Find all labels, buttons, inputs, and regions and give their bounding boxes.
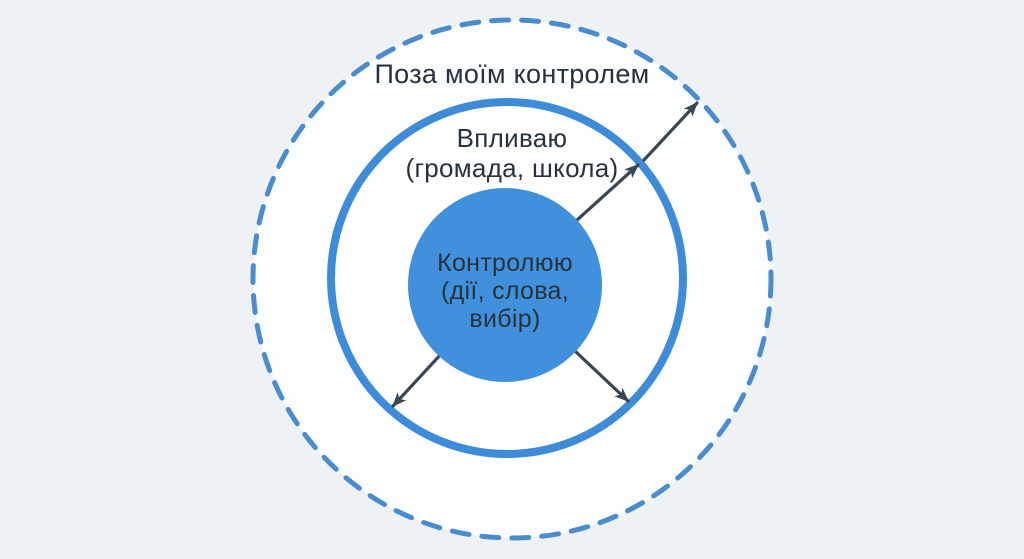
control-circle bbox=[408, 188, 602, 382]
influence-label-line1: Впливаю bbox=[456, 123, 568, 153]
arrow-up-right-outer-icon bbox=[642, 101, 699, 162]
outer-circle-label: Поза моїм контролем bbox=[374, 59, 650, 89]
control-label-line1: Контролюю bbox=[437, 249, 573, 277]
influence-label-line2: (громада, школа) bbox=[405, 153, 619, 183]
influence-circle-label: Впливаю (громада, школа) bbox=[0, 123, 1024, 183]
control-label-line2: (дії, слова, bbox=[440, 277, 570, 305]
control-circle-label: Контролюю (дії, слова, вибір) bbox=[355, 249, 655, 333]
control-label-line3: вибір) bbox=[469, 305, 541, 333]
